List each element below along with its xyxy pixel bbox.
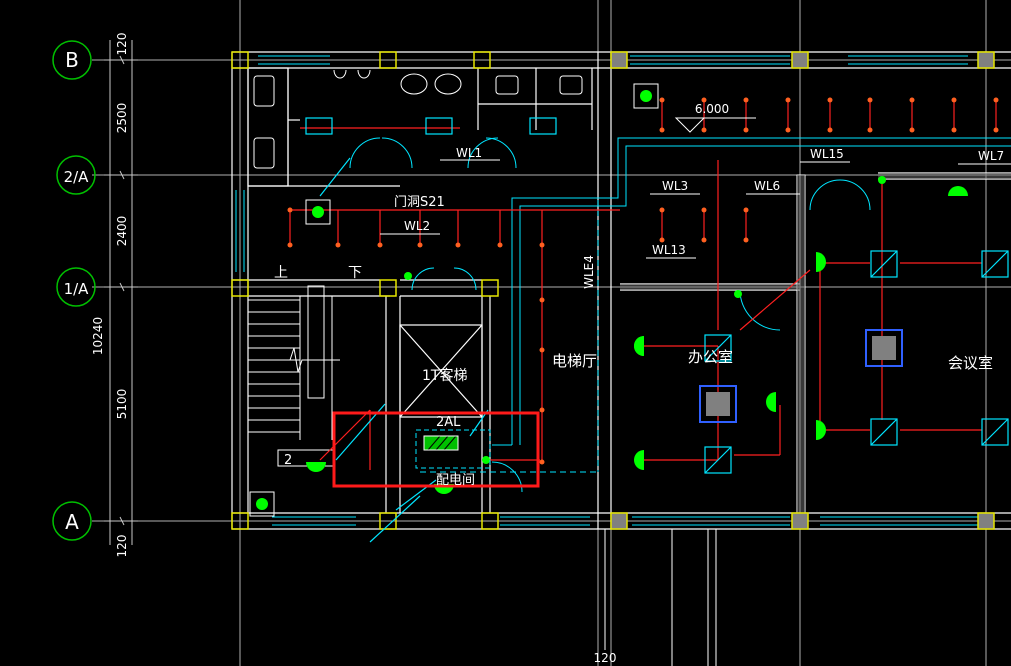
axis-label-2A: 2/A (64, 168, 90, 186)
circuit-wle4: WLE4 (582, 255, 596, 289)
ac-units (699, 329, 903, 423)
elevation-label: 6.000 (695, 102, 729, 116)
sanitary-fixtures (253, 69, 583, 169)
door-hole-label: 门洞S21 (394, 195, 445, 210)
elevation-marker: 6.000 (674, 102, 756, 133)
lamp-boxes (249, 83, 659, 517)
windows (235, 55, 1011, 526)
dim-5100: 5100 (115, 389, 129, 420)
meeting-room-label: 会议室 (948, 354, 993, 372)
circuit-labels: WL1 WL2 WL3 WL6 WL7 WL13 WL15 WLE4 (380, 146, 1011, 289)
dim-bottom: 120 (115, 535, 129, 558)
dimension-line (104, 40, 138, 545)
stair-down-label: 下 (348, 265, 362, 281)
axis-bubble-B: B (52, 40, 92, 80)
columns (231, 51, 995, 530)
circuit-wl15: WL15 (810, 147, 844, 161)
elevator-hall-label: 电梯厅 (552, 352, 597, 370)
distribution-panel (415, 429, 491, 469)
circuit-wl1: WL1 (456, 146, 482, 160)
highlight-box (332, 411, 540, 488)
stair-up-label: 上 (274, 265, 288, 281)
walls (231, 51, 1011, 530)
dim-2400: 2400 (115, 216, 129, 247)
axis-bubble-A: A (52, 501, 92, 541)
wiring-dots (287, 97, 999, 465)
dim-bottom-center: 120 (594, 651, 617, 665)
lower-openings (604, 529, 717, 666)
dim-2500: 2500 (115, 103, 129, 134)
stairs (248, 285, 340, 467)
circuit-wl6: WL6 (754, 179, 780, 193)
office-label: 办公室 (688, 348, 733, 366)
red-wiring (289, 100, 997, 470)
axis-bubble-1A: 1/A (56, 267, 96, 307)
circuit-wl13: WL13 (652, 243, 686, 257)
axis-bubble-2A: 2/A (56, 155, 96, 195)
panel-label: 2AL (436, 415, 461, 430)
grid-lines (92, 0, 1011, 666)
circuit-wl3: WL3 (662, 179, 688, 193)
circuit-wl2: WL2 (404, 219, 430, 233)
square-fixtures (305, 117, 1009, 474)
axis-label-A: A (65, 510, 79, 534)
distribution-room-label: 配电间 (436, 473, 475, 488)
hatched-wall (620, 173, 1011, 516)
lamps (256, 90, 968, 510)
axis-label-1A: 1/A (64, 280, 90, 298)
dim-top: 120 (115, 33, 129, 56)
stair-number-label: 2 (284, 453, 292, 468)
dim-total: 10240 (91, 317, 105, 355)
axis-label-B: B (65, 48, 79, 72)
circuit-wl7: WL7 (978, 149, 1004, 163)
elevator-label: 1T客梯 (422, 367, 467, 384)
room-labels: 门洞S21 上 下 电梯厅 1T客梯 2AL 配电间 办公室 会议室 2 (274, 195, 993, 488)
